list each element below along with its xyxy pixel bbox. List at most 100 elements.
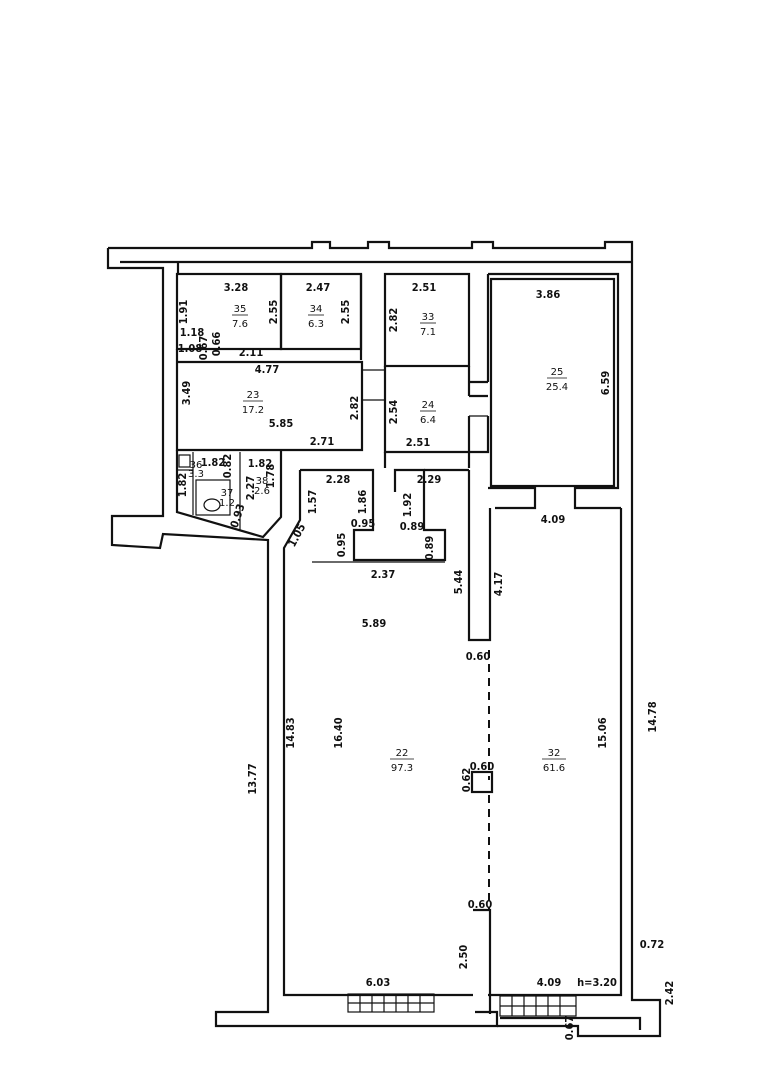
dim-label: 3.28 bbox=[224, 281, 249, 294]
dim-label: 5.85 bbox=[269, 417, 294, 430]
dim-label: 6.03 bbox=[366, 976, 391, 989]
dim-label: 4.09 bbox=[537, 976, 562, 989]
room-label-35: 35 7.6 bbox=[232, 304, 248, 330]
dim-label: 1.57 bbox=[306, 490, 319, 515]
dim-label: 0.72 bbox=[640, 938, 665, 951]
svg-text:36: 36 bbox=[190, 460, 203, 471]
dim-label: 2.54 bbox=[387, 400, 400, 425]
dim-label: 5.89 bbox=[362, 617, 387, 630]
room-label-33: 33 7.1 bbox=[420, 312, 436, 338]
dim-label: 3.86 bbox=[536, 288, 561, 301]
dim-label: 1.82 bbox=[201, 456, 226, 469]
dim-label: 0.95 bbox=[335, 533, 348, 558]
dim-label: 2.28 bbox=[326, 473, 351, 486]
room-label-23: 23 17.2 bbox=[242, 390, 264, 416]
dim-label: 0.82 bbox=[221, 454, 234, 479]
dim-label: 15.06 bbox=[596, 717, 609, 748]
svg-text:3.3: 3.3 bbox=[188, 469, 204, 480]
vertical-dimensions: 1.91 2.55 2.55 2.82 6.59 0.67 0.66 3.49 … bbox=[176, 300, 676, 1041]
dim-label: 2.71 bbox=[310, 435, 335, 448]
dim-label: 4.17 bbox=[492, 572, 505, 597]
dim-label: 1.18 bbox=[180, 326, 205, 339]
entrance-steps bbox=[347, 993, 577, 1017]
svg-text:97.3: 97.3 bbox=[391, 763, 413, 774]
svg-text:1.2: 1.2 bbox=[219, 498, 235, 509]
dim-label: 0.67 bbox=[563, 1016, 576, 1041]
svg-text:17.2: 17.2 bbox=[242, 405, 264, 416]
dim-label: 1.92 bbox=[401, 493, 414, 518]
svg-text:38: 38 bbox=[256, 476, 269, 487]
dim-label: 2.42 bbox=[663, 981, 676, 1006]
dim-label: 2.11 bbox=[239, 346, 264, 359]
dim-label: 0.62 bbox=[460, 768, 473, 793]
dim-label: 2.29 bbox=[417, 473, 442, 486]
svg-text:2.6: 2.6 bbox=[254, 486, 270, 497]
dim-label: 1.82 bbox=[176, 473, 189, 498]
dim-label: 3.49 bbox=[180, 381, 193, 406]
room-25-walls bbox=[488, 272, 621, 510]
room-label-36: 36 3.3 bbox=[188, 460, 204, 480]
svg-text:23: 23 bbox=[247, 390, 260, 401]
room-label-22: 22 97.3 bbox=[390, 748, 414, 774]
room-label-34: 34 6.3 bbox=[308, 304, 324, 330]
dim-label: 2.47 bbox=[306, 281, 331, 294]
room-label-32: 32 61.6 bbox=[542, 748, 566, 774]
svg-text:7.1: 7.1 bbox=[420, 327, 436, 338]
dim-label: 0.67 bbox=[197, 336, 210, 361]
dim-label: 0.66 bbox=[210, 332, 223, 357]
room-label-37: 37 1.2 bbox=[219, 488, 235, 509]
dim-label: 14.83 bbox=[284, 717, 297, 748]
dim-label: 2.37 bbox=[371, 568, 396, 581]
upper-middle-rooms bbox=[383, 272, 490, 468]
room-label-38: 38 2.6 bbox=[254, 476, 270, 497]
dim-label: 4.77 bbox=[255, 363, 280, 376]
room-label-24: 24 6.4 bbox=[420, 400, 436, 426]
svg-text:37: 37 bbox=[221, 488, 234, 499]
dim-label: 5.44 bbox=[452, 570, 465, 595]
dim-label: 0.89 bbox=[423, 536, 436, 561]
dim-label: 1.08 bbox=[178, 342, 203, 355]
dim-label: 13.77 bbox=[246, 763, 259, 794]
svg-text:7.6: 7.6 bbox=[232, 319, 248, 330]
svg-text:25.4: 25.4 bbox=[546, 382, 568, 393]
dim-label: 2.55 bbox=[267, 300, 280, 325]
dim-label: 2.51 bbox=[412, 281, 437, 294]
dim-label: 1.86 bbox=[356, 490, 369, 515]
svg-text:25: 25 bbox=[551, 367, 564, 378]
svg-text:22: 22 bbox=[396, 748, 409, 759]
dim-label: 2.82 bbox=[348, 396, 361, 421]
svg-text:35: 35 bbox=[234, 304, 247, 315]
dim-label: 16.40 bbox=[332, 717, 345, 748]
height-label: h=3.20 bbox=[577, 976, 617, 989]
upper-left-rooms bbox=[175, 272, 385, 539]
svg-text:61.6: 61.6 bbox=[543, 763, 565, 774]
dim-label: 2.27 bbox=[244, 476, 257, 501]
dim-label: 6.59 bbox=[599, 371, 612, 396]
outer-walls bbox=[106, 240, 662, 1038]
partition-22-32 bbox=[470, 650, 494, 1014]
dim-label: 2.51 bbox=[406, 436, 431, 449]
dim-label: 1.05 bbox=[285, 521, 308, 549]
dim-label: 0.89 bbox=[400, 520, 425, 533]
dim-label: 1.78 bbox=[264, 464, 277, 489]
corridor-walls bbox=[282, 468, 492, 997]
dim-label: 4.09 bbox=[541, 513, 566, 526]
dim-label: 2.82 bbox=[387, 308, 400, 333]
svg-text:32: 32 bbox=[548, 748, 561, 759]
dim-label: 0.60 bbox=[468, 898, 493, 911]
dim-label: 0.60 bbox=[466, 650, 491, 663]
svg-text:24: 24 bbox=[422, 400, 435, 411]
dim-label: 1.91 bbox=[177, 300, 190, 325]
dim-label: 1.82 bbox=[248, 457, 273, 470]
dim-label: 14.78 bbox=[646, 701, 659, 732]
svg-text:34: 34 bbox=[310, 304, 323, 315]
room-label-25: 25 25.4 bbox=[546, 367, 568, 393]
dim-label: 2.50 bbox=[457, 945, 470, 970]
svg-text:6.4: 6.4 bbox=[420, 415, 436, 426]
dim-label: 0.95 bbox=[351, 517, 376, 530]
horizontal-dimensions: 3.28 2.47 2.51 3.86 1.18 1.08 2.11 4.77 … bbox=[178, 281, 665, 989]
svg-text:33: 33 bbox=[422, 312, 435, 323]
dim-label: 0.60 bbox=[470, 760, 495, 773]
room-labels: 35 7.6 34 6.3 33 7.1 25 25.4 23 17.2 24 … bbox=[188, 304, 568, 774]
